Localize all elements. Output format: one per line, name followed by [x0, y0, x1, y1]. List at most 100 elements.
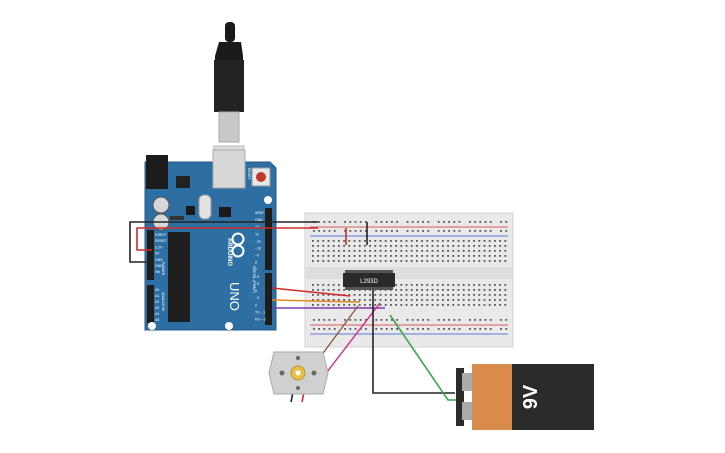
- breadboard-hole[interactable]: [416, 250, 418, 252]
- breadboard-hole[interactable]: [364, 294, 366, 296]
- l293d-chip[interactable]: L293D: [343, 270, 395, 290]
- breadboard-hole[interactable]: [426, 284, 429, 286]
- breadboard-hole[interactable]: [452, 255, 455, 257]
- breadboard-hole[interactable]: [452, 299, 455, 301]
- breadboard-hole[interactable]: [410, 240, 413, 242]
- breadboard-hole[interactable]: [405, 289, 408, 291]
- breadboard-hole[interactable]: [374, 245, 377, 247]
- breadboard-holes[interactable]: [312, 221, 508, 330]
- breadboard-hole[interactable]: [369, 299, 371, 301]
- breadboard-hole[interactable]: [349, 328, 352, 330]
- breadboard-hole[interactable]: [406, 319, 409, 321]
- breadboard-hole[interactable]: [457, 294, 460, 296]
- breadboard-hole[interactable]: [379, 255, 382, 257]
- breadboard-hole[interactable]: [500, 221, 502, 223]
- breadboard-hole[interactable]: [343, 250, 345, 252]
- breadboard-hole[interactable]: [504, 294, 507, 296]
- breadboard-hole[interactable]: [312, 284, 314, 286]
- breadboard-hole[interactable]: [364, 299, 366, 301]
- breadboard-hole[interactable]: [327, 294, 330, 296]
- breadboard-hole[interactable]: [333, 221, 336, 223]
- breadboard-hole[interactable]: [499, 284, 501, 286]
- breadboard-hole[interactable]: [488, 294, 491, 296]
- breadboard-hole[interactable]: [353, 240, 356, 242]
- breadboard-hole[interactable]: [468, 245, 470, 247]
- breadboard-hole[interactable]: [410, 245, 413, 247]
- breadboard-hole[interactable]: [500, 319, 502, 321]
- breadboard-hole[interactable]: [422, 319, 424, 321]
- breadboard-hole[interactable]: [349, 319, 352, 321]
- breadboard-hole[interactable]: [504, 299, 507, 301]
- breadboard-hole[interactable]: [327, 299, 330, 301]
- breadboard-hole[interactable]: [443, 319, 445, 321]
- breadboard-hole[interactable]: [469, 230, 471, 232]
- breadboard-hole[interactable]: [431, 240, 434, 242]
- breadboard-hole[interactable]: [426, 240, 429, 242]
- breadboard-hole[interactable]: [484, 230, 487, 232]
- breadboard-hole[interactable]: [396, 230, 398, 232]
- breadboard-hole[interactable]: [426, 260, 429, 262]
- breadboard-hole[interactable]: [443, 221, 445, 223]
- breadboard-hole[interactable]: [442, 250, 444, 252]
- breadboard-hole[interactable]: [384, 240, 387, 242]
- breadboard-hole[interactable]: [348, 250, 351, 252]
- breadboard-hole[interactable]: [327, 255, 330, 257]
- breadboard-hole[interactable]: [353, 304, 356, 306]
- breadboard-hole[interactable]: [484, 328, 487, 330]
- breadboard-hole[interactable]: [358, 245, 361, 247]
- digital-header-high[interactable]: [265, 208, 272, 270]
- breadboard-hole[interactable]: [478, 304, 481, 306]
- breadboard-hole[interactable]: [436, 284, 439, 286]
- breadboard-hole[interactable]: [369, 260, 371, 262]
- breadboard-hole[interactable]: [343, 245, 345, 247]
- breadboard-hole[interactable]: [338, 289, 340, 291]
- breadboard-hole[interactable]: [452, 284, 455, 286]
- breadboard-hole[interactable]: [359, 221, 362, 223]
- breadboard-hole[interactable]: [317, 284, 319, 286]
- breadboard-hole[interactable]: [395, 255, 397, 257]
- breadboard-hole[interactable]: [396, 319, 398, 321]
- breadboard-hole[interactable]: [317, 245, 319, 247]
- breadboard-hole[interactable]: [322, 260, 325, 262]
- breadboard-hole[interactable]: [452, 260, 455, 262]
- breadboard-hole[interactable]: [483, 284, 486, 286]
- breadboard-hole[interactable]: [338, 250, 340, 252]
- breadboard-hole[interactable]: [431, 299, 434, 301]
- breadboard-hole[interactable]: [353, 250, 356, 252]
- breadboard-hole[interactable]: [318, 319, 320, 321]
- breadboard-hole[interactable]: [457, 299, 460, 301]
- breadboard-hole[interactable]: [406, 221, 409, 223]
- breadboard-hole[interactable]: [447, 240, 449, 242]
- breadboard-hole[interactable]: [416, 240, 418, 242]
- breadboard-hole[interactable]: [313, 328, 315, 330]
- breadboard-hole[interactable]: [395, 294, 397, 296]
- breadboard-hole[interactable]: [374, 250, 377, 252]
- breadboard-hole[interactable]: [462, 245, 465, 247]
- breadboard-hole[interactable]: [348, 304, 351, 306]
- breadboard-hole[interactable]: [332, 255, 335, 257]
- breadboard-hole[interactable]: [410, 260, 413, 262]
- breadboard-hole[interactable]: [443, 230, 445, 232]
- breadboard-hole[interactable]: [448, 319, 450, 321]
- breadboard-hole[interactable]: [318, 328, 320, 330]
- breadboard-hole[interactable]: [431, 289, 434, 291]
- breadboard-hole[interactable]: [344, 328, 346, 330]
- breadboard-hole[interactable]: [405, 284, 408, 286]
- breadboard-hole[interactable]: [447, 304, 449, 306]
- breadboard-hole[interactable]: [452, 245, 455, 247]
- breadboard-hole[interactable]: [488, 240, 491, 242]
- breadboard-hole[interactable]: [447, 260, 449, 262]
- breadboard-hole[interactable]: [427, 328, 430, 330]
- breadboard-hole[interactable]: [410, 299, 413, 301]
- breadboard-hole[interactable]: [405, 240, 408, 242]
- breadboard-hole[interactable]: [447, 255, 449, 257]
- breadboard-hole[interactable]: [400, 304, 403, 306]
- breadboard-hole[interactable]: [312, 240, 314, 242]
- breadboard-hole[interactable]: [494, 250, 496, 252]
- breadboard-hole[interactable]: [453, 221, 456, 223]
- breadboard-hole[interactable]: [390, 299, 392, 301]
- breadboard-hole[interactable]: [374, 260, 377, 262]
- breadboard-hole[interactable]: [374, 304, 377, 306]
- breadboard-hole[interactable]: [447, 299, 449, 301]
- breadboard-hole[interactable]: [365, 230, 367, 232]
